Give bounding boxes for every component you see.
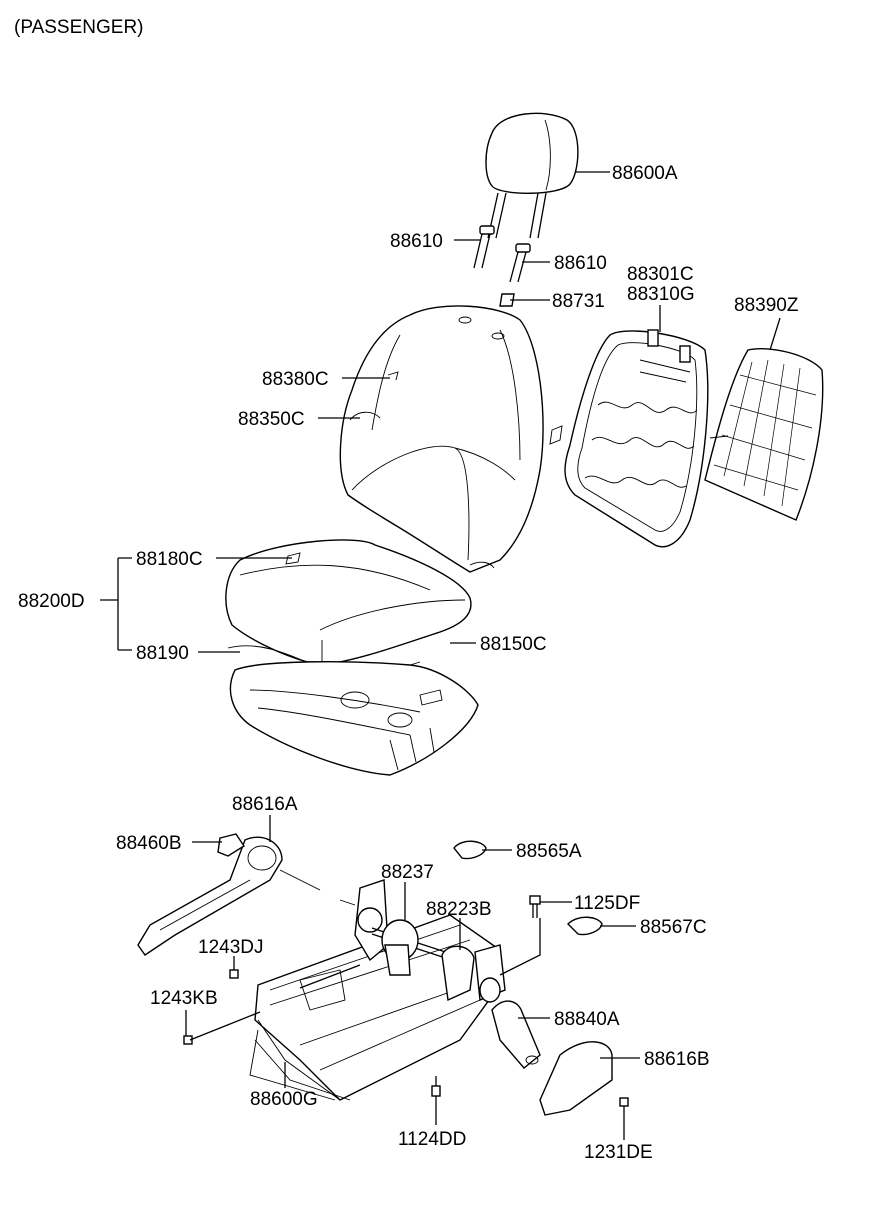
recliner-right [441,944,506,1003]
label-88610-right: 88610 [554,253,607,274]
label-88150c: 88150C [480,634,547,655]
label-88223b: 88223B [426,899,492,920]
label-88616a: 88616A [232,794,298,815]
label-88600a: 88600A [612,163,678,184]
seat-back-frame [549,329,709,548]
label-88200d: 88200D [18,591,85,612]
buckle [491,1000,541,1069]
headrest-guide-right [509,243,531,283]
label-88390z: 88390Z [734,295,799,316]
label-1125df: 1125DF [574,893,640,914]
diagram-title: (PASSENGER) [14,17,144,38]
label-1243dj: 1243DJ [198,937,264,958]
label-88350c: 88350C [238,409,305,430]
label-88237: 88237 [381,862,434,883]
label-88600g: 88600G [250,1089,318,1110]
label-88310g: 88310G [627,284,695,305]
seat-track [249,914,501,1101]
screw-1243dj [229,969,239,979]
label-88380c: 88380C [262,369,329,390]
label-88180c: 88180C [136,549,203,570]
cover-88565a [453,840,487,860]
seat-cushion [225,539,472,666]
recliner-cover-inner [137,836,283,956]
cushion-pan [229,661,479,776]
headrest [485,112,579,239]
headrest-guide-left [473,225,495,269]
label-88567c: 88567C [640,917,707,938]
label-88190: 88190 [136,643,189,664]
label-1231de: 1231DE [584,1142,653,1163]
recliner-left [354,879,389,962]
headrest-guide-clip [499,293,515,307]
screw-1243kb [183,1011,261,1045]
label-1124dd: 1124DD [398,1129,466,1150]
bolt-1124dd [431,1076,441,1097]
label-88565a: 88565A [516,841,582,862]
screw-1231de [619,1097,629,1107]
knob [217,833,245,857]
shaft [371,919,471,976]
bolt-1125df [529,895,541,918]
seat-back [339,305,544,573]
leader-lines [100,171,781,1140]
cover-88567c [567,916,603,936]
label-1243kb: 1243KB [150,988,218,1009]
label-88460b: 88460B [116,833,182,854]
seat-back-board [704,348,824,521]
recliner-cover-outer [539,1041,613,1116]
label-88616b: 88616B [644,1049,710,1070]
label-88840a: 88840A [554,1009,620,1030]
label-88610-left: 88610 [390,231,443,252]
label-88301c: 88301C [627,264,694,285]
label-88731: 88731 [552,291,605,312]
